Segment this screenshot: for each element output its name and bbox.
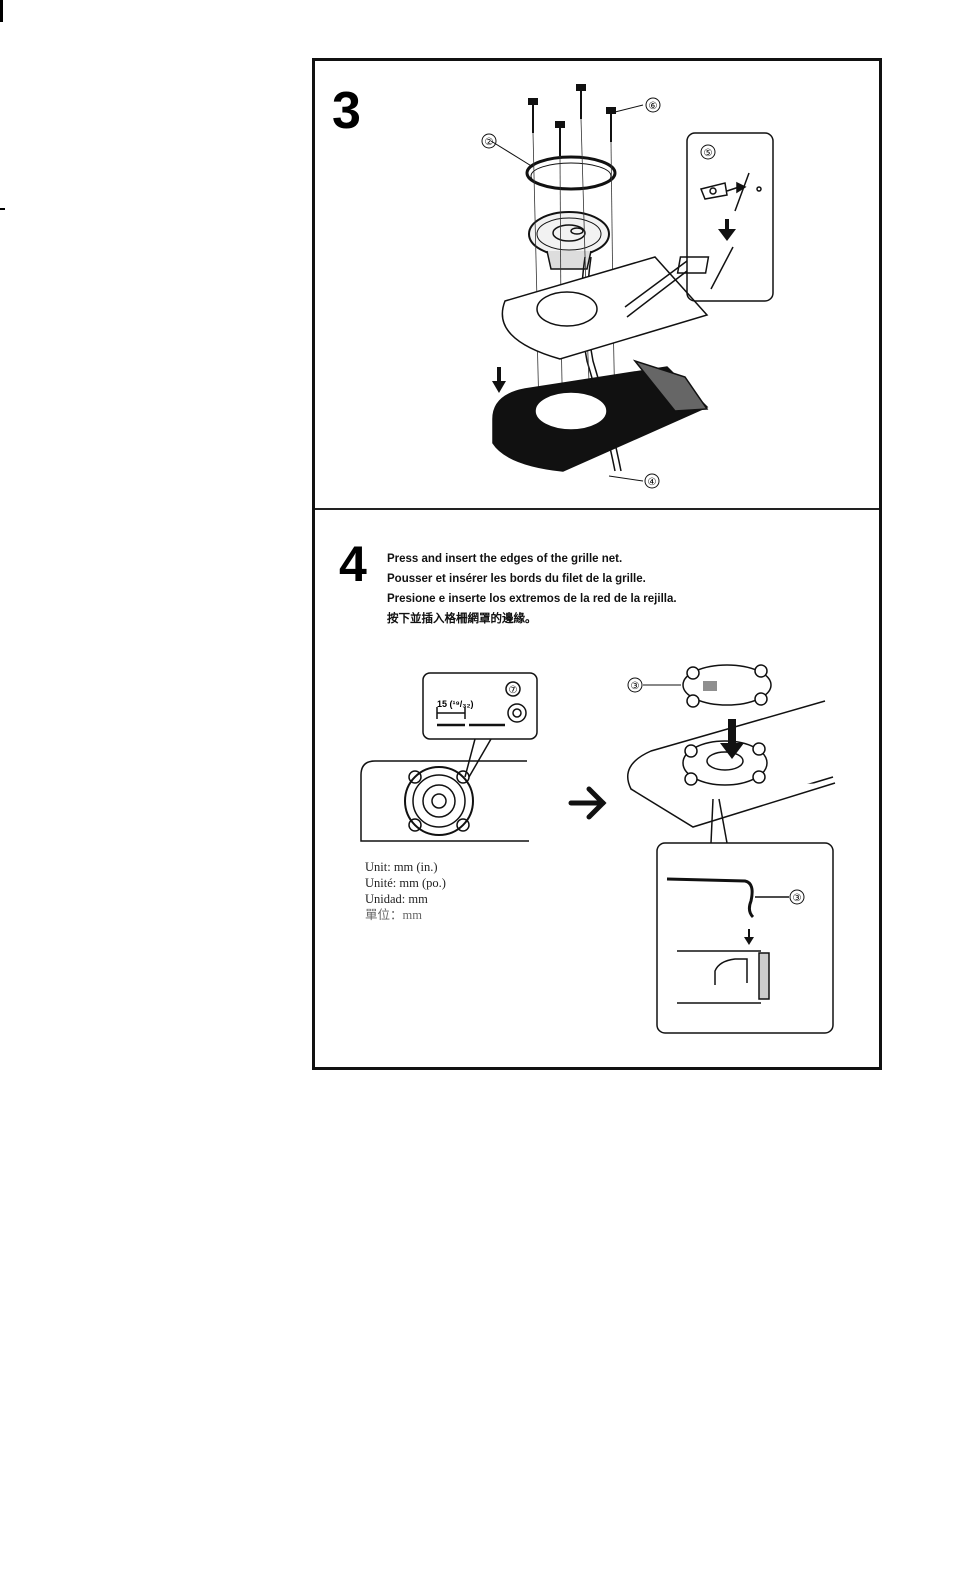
- step-divider: [315, 508, 879, 510]
- right-arrow-icon: [568, 786, 607, 820]
- down-arrow-icon: [720, 719, 744, 759]
- callout-2: ②: [485, 137, 494, 148]
- callout-4: ④: [648, 477, 657, 488]
- unit-english: Unit: mm (in.): [365, 860, 438, 874]
- binding-edge-mark: [0, 0, 3, 22]
- step-number-3: 3: [332, 82, 361, 140]
- car-surface: [492, 359, 709, 472]
- unit-notes: Unit: mm (in.) Unité: mm (po.) Unidad: m…: [365, 859, 446, 923]
- instruction-frame: 3: [312, 58, 882, 1070]
- callout-6: ⑥: [649, 101, 658, 112]
- step4-illustration: 15 (¹⁹/₃₂) ⑦ ③: [360, 664, 836, 1034]
- callout-5: ⑤: [704, 148, 713, 159]
- unit-chinese: 單位：mm: [365, 908, 422, 922]
- grille-mesh: [703, 681, 717, 691]
- step4-instructions: Press and insert the edges of the grille…: [387, 549, 727, 629]
- step-number-4: 4: [339, 536, 367, 592]
- callout-3-detail: ③: [793, 893, 802, 904]
- mounting-panel: [501, 256, 709, 360]
- speaker-unit-icon: [528, 211, 610, 270]
- clip-detail-box: [656, 798, 834, 1034]
- dimension-label: 15 (¹⁹/₃₂): [437, 699, 473, 709]
- grille-net: [682, 664, 772, 708]
- unit-french: Unité: mm (po.): [365, 876, 446, 890]
- mounted-frame: [682, 740, 768, 786]
- down-arrow-icon: [744, 929, 754, 945]
- instruction-english: Press and insert the edges of the grille…: [387, 553, 623, 565]
- dimension-detail-box: [422, 672, 538, 778]
- callout-3-grille: ③: [631, 681, 640, 692]
- instruction-spanish: Presione e inserte los extremos de la re…: [387, 593, 677, 605]
- detail-5-box: [624, 132, 774, 318]
- installed-speaker: [360, 760, 529, 842]
- instruction-french: Pousser et insérer les bords du filet de…: [387, 573, 646, 585]
- step3-illustration: ② ⑤ ⑥ ④: [481, 84, 774, 489]
- binding-edge-mark: [0, 208, 5, 210]
- mounting-ring-icon: [525, 155, 617, 191]
- screw-icon: [528, 84, 616, 156]
- instruction-chinese: 按下並插入格柵網罩的邊緣。: [387, 613, 537, 625]
- unit-spanish: Unidad: mm: [365, 892, 428, 906]
- down-arrow-icon: [718, 219, 736, 241]
- down-arrow-icon: [492, 367, 506, 393]
- callout-7: ⑦: [509, 685, 518, 696]
